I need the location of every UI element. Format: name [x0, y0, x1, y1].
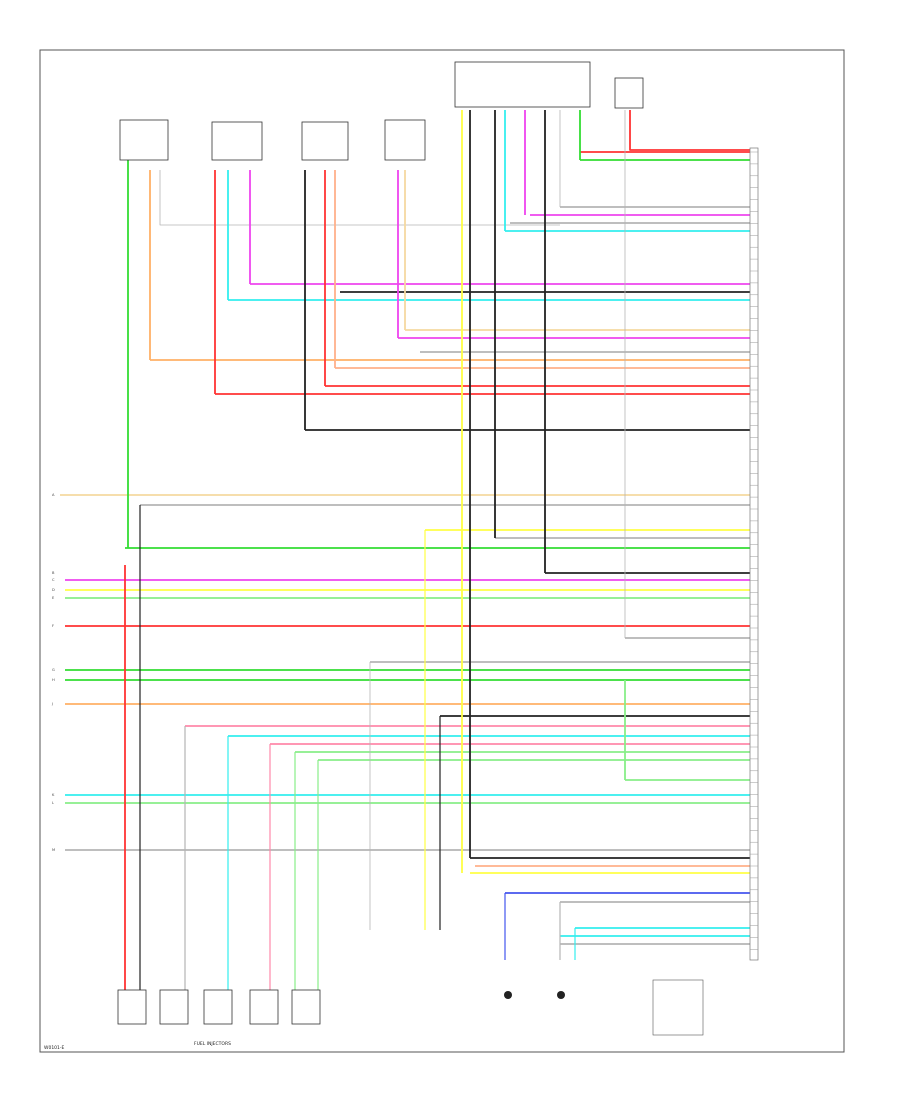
row-letter: M — [52, 848, 55, 852]
pcm-connector — [749, 147, 759, 961]
components-layer — [117, 61, 759, 1036]
fuel-injector — [159, 989, 189, 1025]
row-letter: F — [52, 624, 54, 628]
row-letter: B — [52, 571, 55, 575]
fuel-injector — [203, 989, 233, 1025]
row-letter: E — [52, 596, 55, 600]
fuel-injector — [291, 989, 321, 1025]
fuel-injectors-group-label: FUEL INJECTORS — [194, 1041, 231, 1047]
row-letter: K — [52, 793, 55, 797]
sensor-component — [384, 119, 426, 161]
wires-layer — [60, 110, 750, 990]
sensor-component — [211, 121, 263, 161]
row-letter: G — [52, 668, 55, 672]
sensor-component — [614, 77, 644, 109]
labels-layer: A BC DE F G H J KL M — [51, 493, 55, 852]
row-letter: L — [52, 801, 54, 805]
sensor-component — [301, 121, 349, 161]
sensor-component — [454, 61, 591, 108]
fuel-injector — [249, 989, 279, 1025]
connector-legend-box — [652, 979, 704, 1036]
fuel-injector — [117, 989, 147, 1025]
row-letter: D — [52, 588, 55, 592]
row-letter: C — [52, 578, 55, 582]
row-letter: H — [52, 678, 55, 682]
row-letter: A — [52, 493, 55, 497]
row-letter: J — [51, 702, 53, 706]
wire — [629, 110, 750, 151]
wire — [159, 170, 560, 226]
knock-sensor-symbol — [504, 991, 512, 999]
footer-code: W0101-E — [44, 1045, 65, 1051]
knock-sensor-symbol — [557, 991, 565, 999]
sensor-component — [119, 119, 169, 161]
diagram-frame — [39, 49, 845, 1053]
